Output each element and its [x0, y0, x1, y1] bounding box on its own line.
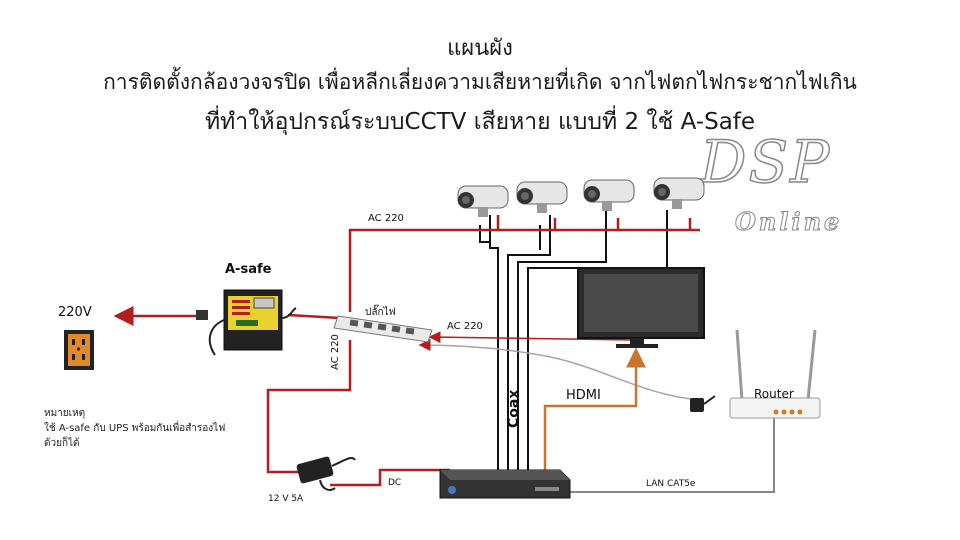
ac-power-lines — [266, 215, 700, 487]
watermark-logo-sub: Online — [734, 207, 843, 237]
ac-top-label: AC 220 — [368, 213, 404, 224]
outlet-voltage-label: 220V — [58, 305, 92, 320]
watermark-logo: DSP — [699, 127, 832, 197]
lan-label: LAN CAT5e — [646, 479, 696, 489]
router-power-line — [418, 339, 701, 401]
asafe-label: A-safe — [225, 262, 272, 277]
cctv-camera-3-icon — [583, 179, 635, 211]
power-strip-icon — [333, 315, 433, 343]
monitor-icon — [577, 267, 705, 348]
cctv-camera-1-icon — [457, 185, 509, 217]
hdmi-cable — [543, 347, 646, 470]
monitor-power-line — [428, 331, 641, 344]
hdmi-label: HDMI — [566, 388, 601, 403]
note-line-1: ใช้ A-safe กับ UPS พร้อมกันเพื่อสำรองไฟ — [44, 423, 226, 434]
cctv-camera-4-icon — [653, 177, 705, 209]
router-label: Router — [754, 387, 794, 401]
lan-cable — [560, 418, 775, 493]
asafe-device-icon — [196, 289, 297, 356]
note-line-2: ด้วยก็ได้ — [44, 438, 80, 449]
coax-bundle — [479, 210, 668, 470]
router-power-adapter-icon — [690, 395, 716, 412]
adapter-label: 12 V 5A — [268, 494, 304, 504]
diagram-subtitle-2: ที่ทำให้อุปกรณ์ระบบCCTV เสียหาย แบบที่ 2… — [204, 109, 756, 135]
diagram-title: แผนผัง — [447, 36, 513, 61]
note-block: หมายเหตุ ใช้ A-safe กับ UPS พร้อมกันเพื่… — [44, 406, 244, 451]
power-adapter-icon — [296, 456, 356, 491]
dc-label: DC — [388, 478, 402, 488]
note-heading: หมายเหตุ — [44, 408, 86, 419]
coax-label: Coax — [506, 389, 522, 428]
diagram-subtitle-1: การติดตั้งกล้องวงจรปิด เพื่อหลีกเลี่ยงคว… — [103, 70, 857, 94]
wall-outlet-icon — [64, 330, 94, 370]
ac-vertical-label: AC 220 — [330, 334, 341, 370]
power-strip-label: ปลั๊กไฟ — [365, 307, 396, 318]
dvr-recorder-icon — [439, 469, 571, 499]
router-icon — [729, 329, 821, 419]
cctv-camera-2-icon — [516, 181, 568, 213]
ac-right-label: AC 220 — [447, 321, 483, 332]
